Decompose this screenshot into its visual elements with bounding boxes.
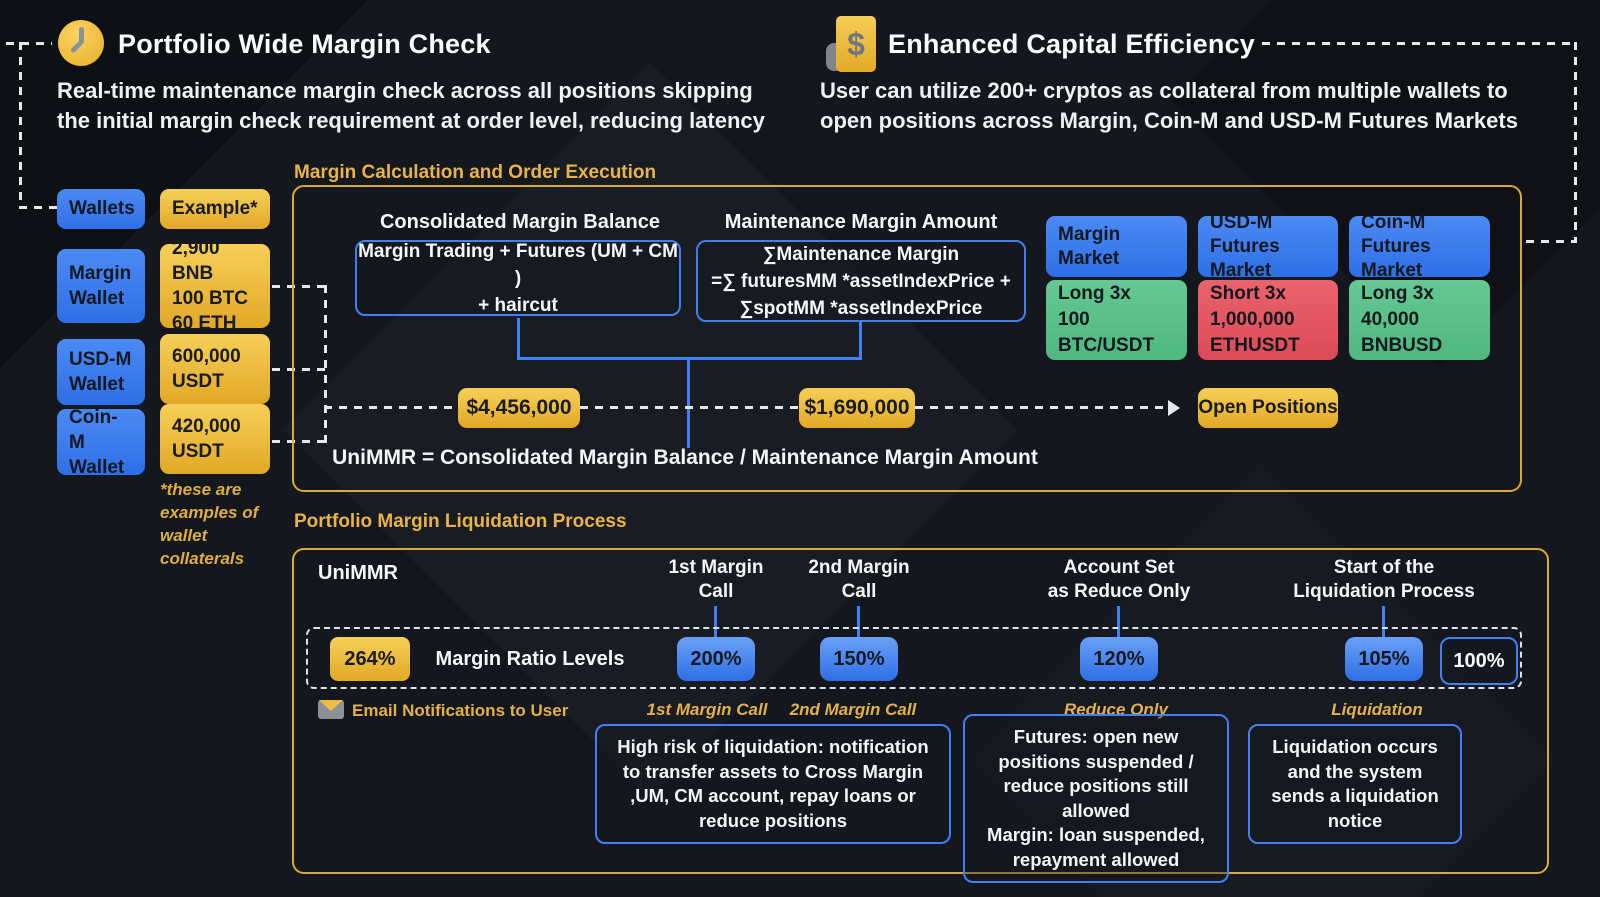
connector-flow-dash-c [915,406,1168,409]
usdm-wallet-collateral: 600,000 USDT [172,346,241,392]
consolidated-value-pill: $4,456,000 [458,388,580,428]
stage-label-1st-margin-call: 1st Margin Call [668,557,764,602]
position-short-eth: Short 3x 1,000,000 ETHUSDT [1210,283,1300,356]
email-icon [318,700,344,719]
market-coinm-box: Coin-M Futures Market [1349,212,1490,281]
connector-flow-dash-a [324,406,458,409]
connector-consolidated-drop [517,318,520,358]
email-notifications-label: Email Notifications to User [352,701,569,720]
connector-stage2-drop [857,606,860,640]
wallet-footnote: *these are examples of wallet collateral… [160,480,259,568]
position-short-eth-box: Short 3x 1,000,000 ETHUSDT [1198,280,1338,360]
clock-icon [58,20,104,66]
connector-left-vertical-dash [19,42,22,209]
margin-wallet-label: Margin Wallet [69,263,132,309]
market-usdm-label: USD-M Futures Market [1210,211,1280,281]
connector-bnb-stub [272,285,326,288]
coinm-wallet-collateral-box: 420,000 USDT [160,404,270,474]
stage-label-2nd-margin-call: 2nd Margin Call [808,557,910,602]
margin-wallet-box: Margin Wallet [57,249,145,323]
position-long-btc-box: Long 3x 100 BTC/USDT [1046,280,1187,360]
note-liquidation: Liquidation occurs and the system sends … [1248,724,1462,844]
market-coinm-label: Coin-M Futures Market [1361,211,1431,281]
open-positions-box: Open Positions [1198,388,1338,428]
ratio-100-box: 100% [1440,637,1518,685]
coinm-wallet-collateral: 420,000 USDT [172,416,241,462]
connector-600k-stub [272,368,326,371]
tag-1st-margin-call: 1st Margin Call [646,700,768,719]
margin-ratio-levels-label: Margin Ratio Levels [435,648,625,670]
liquidation-section-box [292,548,1549,874]
liquidation-section-title: Portfolio Margin Liquidation Process [294,511,627,532]
stage-label-reduce-only: Account Set as Reduce Only [1047,557,1191,602]
unimmr-formula: UniMMR = Consolidated Margin Balance / M… [332,446,1038,469]
connector-420k-stub [272,440,326,443]
connector-left-title-dash [6,42,52,45]
connector-stage3-drop [1117,606,1120,640]
description-left: Real-time maintenance margin check acros… [57,78,765,133]
coinm-wallet-box: Coin-M Wallet [57,407,145,478]
position-long-bnb-box: Long 3x 40,000 BNBUSD [1349,280,1490,360]
connector-left-to-wallets-dash [19,206,57,209]
description-right: User can utilize 200+ cryptos as collate… [820,78,1518,133]
margin-section-title: Margin Calculation and Order Execution [294,162,657,183]
connector-right-title-dash [1262,42,1577,45]
position-long-bnb: Long 3x 40,000 BNBUSD [1361,283,1443,356]
connector-maintenance-drop [859,322,862,358]
note-reduce-only: Futures: open new positions suspended / … [963,714,1229,883]
usdm-wallet-label: USD-M Wallet [69,349,132,395]
market-margin-box: Margin Market [1046,216,1187,277]
connector-unimmr-drop [687,357,690,448]
connector-stage1-drop [714,606,717,640]
current-ratio-box: 264% [330,637,410,681]
tag-liquidation: Liquidation [1331,700,1423,719]
connector-right-vertical-dash [1574,42,1577,243]
stage-label-liquidation-start: Start of the Liquidation Process [1293,557,1475,602]
wallets-header-label: Wallets [69,198,135,219]
unimmr-row-label: UniMMR [318,562,398,584]
margin-section-box [292,185,1522,492]
maintenance-formula-box: ∑Maintenance Margin =∑ futuresMM *assetI… [696,240,1026,322]
ratio-120-box: 120% [1080,637,1158,681]
market-margin-label: Margin Market [1058,223,1121,269]
flow-arrowhead [1168,400,1180,416]
margin-wallet-collateral: 2,900 BNB 100 BTC 60 ETH [172,238,249,334]
margin-ratio-band [306,627,1522,689]
coinm-wallet-label: Coin-M Wallet [69,406,125,478]
example-header-box: Example* [160,189,270,229]
wallets-header-box: Wallets [57,189,145,229]
connector-flow-dash-b [580,406,799,409]
ratio-150-box: 150% [820,637,898,681]
connector-stage4-drop [1382,606,1385,640]
usdm-wallet-collateral-box: 600,000 USDT [160,334,270,404]
ratio-200-box: 200% [677,637,755,681]
maintenance-value-pill: $1,690,000 [799,388,915,428]
consolidated-heading: Consolidated Margin Balance [379,211,661,233]
page-title-right: Enhanced Capital Efficiency [888,29,1255,59]
note-margin-call: High risk of liquidation: notification t… [595,724,951,844]
example-header-label: Example* [172,198,258,219]
usdm-wallet-box: USD-M Wallet [57,339,145,405]
ratio-105-box: 105% [1345,637,1423,681]
position-long-btc: Long 3x 100 BTC/USDT [1058,283,1155,356]
page-title-left: Portfolio Wide Margin Check [118,29,491,59]
margin-wallet-collateral-box: 2,900 BNB 100 BTC 60 ETH [160,238,270,334]
connector-collateral-trunk [324,285,327,443]
money-icon: $ [826,16,880,72]
maintenance-heading: Maintenance Margin Amount [724,211,998,233]
consolidated-formula-box: Margin Trading + Futures (UM + CM ) + ha… [355,240,681,316]
connector-right-to-market-dash [1526,240,1577,243]
market-usdm-box: USD-M Futures Market [1198,212,1338,281]
tag-2nd-margin-call: 2nd Margin Call [789,700,917,719]
